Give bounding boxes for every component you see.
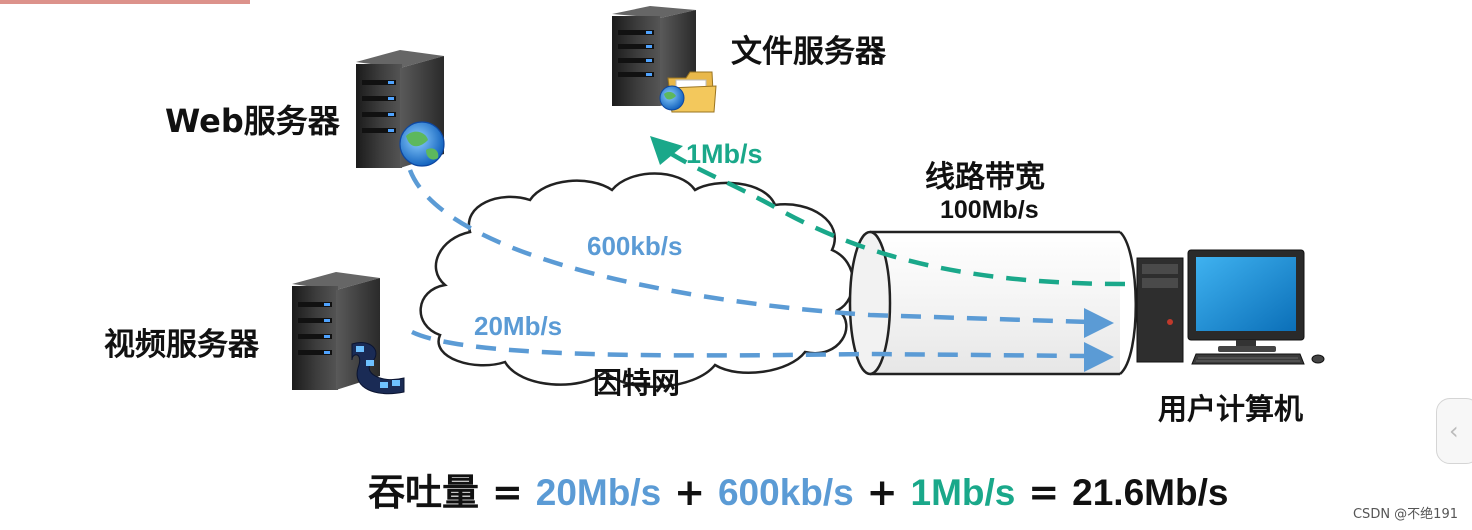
file-rate-label: 1Mb/s: [686, 139, 763, 169]
formula-equals-1: =: [479, 471, 536, 514]
top-edge-strip: [0, 0, 250, 4]
web-rate-label: 600kb/s: [587, 231, 683, 261]
throughput-term: 吞吐量: [368, 471, 479, 514]
user-computer-icon: [1136, 249, 1325, 365]
link-bandwidth-value: 100Mb/s: [940, 196, 1039, 224]
formula-total: 21.6Mb/s: [1072, 472, 1229, 513]
video-server-label: 视频服务器: [104, 327, 259, 363]
side-scroll-handle[interactable]: ‹: [1436, 398, 1472, 464]
file-flow-line: [663, 148, 1126, 287]
web-flow-line: [407, 169, 1089, 325]
throughput-formula: 吞吐量 = 20Mb/s + 600kb/s + 1Mb/s = 21.6Mb/…: [368, 462, 1228, 516]
web-server-icon: [356, 50, 445, 168]
formula-plus-2: +: [853, 471, 911, 514]
video-flow-line: [411, 329, 1089, 359]
formula-value-web: 600kb/s: [717, 472, 854, 513]
web-flow-arrow: [1084, 308, 1114, 338]
video-server-icon: [292, 272, 405, 395]
file-server-label: 文件服务器: [731, 34, 886, 70]
chevron-left-icon: ‹: [1449, 417, 1459, 445]
file-server-icon: [612, 6, 717, 113]
user-computer-label: 用户计算机: [1158, 392, 1304, 426]
formula-value-video: 20Mb/s: [535, 472, 662, 513]
internet-cloud: [419, 172, 855, 388]
internet-label: 因特网: [593, 366, 681, 400]
video-rate-label: 20Mb/s: [474, 311, 563, 341]
file-flow-arrow: [650, 136, 683, 165]
watermark: CSDN @不绝191: [1352, 507, 1458, 522]
formula-plus-1: +: [661, 471, 718, 514]
formula-value-file: 1Mb/s: [910, 472, 1016, 513]
formula-equals-2: =: [1015, 471, 1073, 514]
video-flow-arrow: [1084, 342, 1114, 372]
web-server-label: Web服务器: [165, 102, 340, 140]
link-pipe: [848, 230, 1137, 376]
link-bandwidth-label: 线路带宽: [925, 160, 1045, 195]
